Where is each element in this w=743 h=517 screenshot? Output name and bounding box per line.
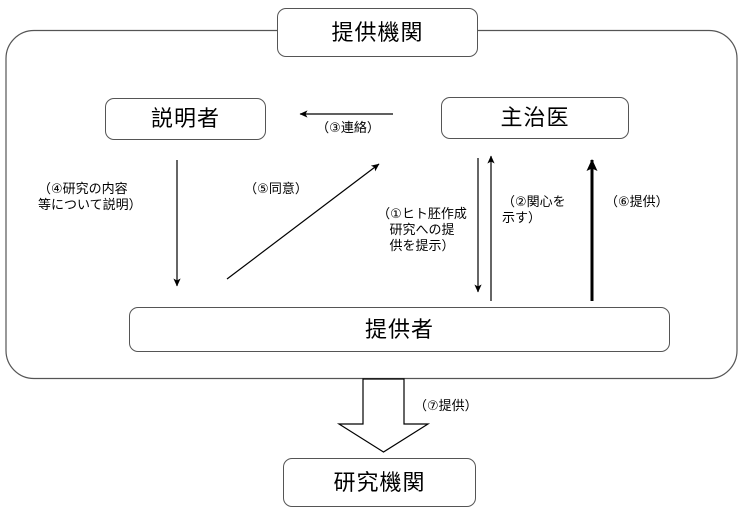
edge-4-label: （④研究の内容 等について説明） — [38, 181, 142, 212]
node-donor[interactable]: 提供者 — [129, 307, 670, 352]
node-provider-institution-label: 提供機関 — [331, 19, 424, 45]
node-attending-physician-label: 主治医 — [500, 105, 570, 130]
node-provider-institution[interactable]: 提供機関 — [277, 8, 478, 57]
edge-1-label: （①ヒト胚作成 研究への提 供を提示） — [377, 206, 467, 253]
edge-5-line — [226, 163, 380, 280]
edge-5-label: （⑤同意） — [244, 181, 308, 196]
edge-6-label: （⑥提供） — [605, 194, 669, 209]
node-donor-label: 提供者 — [364, 316, 434, 342]
edge-7-label: （⑦提供） — [414, 398, 478, 413]
node-explainer[interactable]: 説明者 — [105, 98, 266, 140]
node-attending-physician[interactable]: 主治医 — [441, 97, 629, 139]
node-research-institution[interactable]: 研究機関 — [283, 458, 476, 507]
node-explainer-label: 説明者 — [150, 106, 220, 131]
edge-2-label: （②関心を 示す） — [502, 194, 566, 225]
edge-3-label: （③連絡） — [316, 120, 380, 135]
node-research-institution-label: 研究機関 — [333, 469, 426, 495]
edge-7-block-arrow — [336, 378, 431, 453]
